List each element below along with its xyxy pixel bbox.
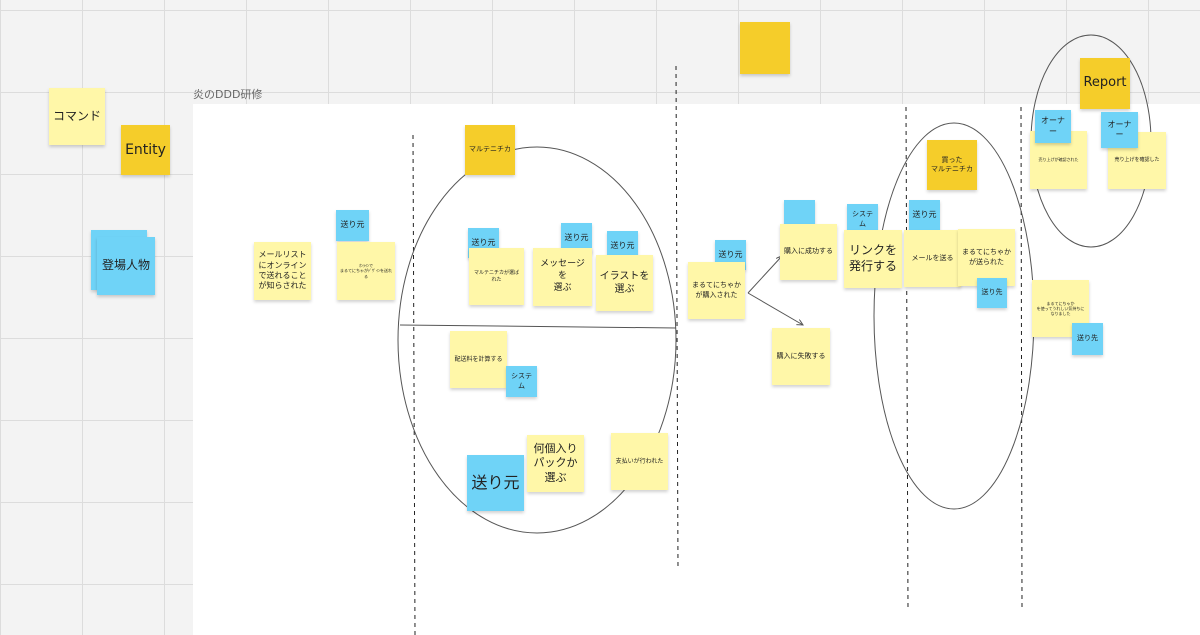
frame-title[interactable]: 炎のDDD研修 xyxy=(193,88,263,101)
divider-line-1 xyxy=(412,134,416,635)
board-frame[interactable] xyxy=(193,104,1200,635)
choose-pack-note[interactable]: 何個入り パックか 選ぶ xyxy=(527,435,584,492)
legend-command-note[interactable]: コマンド xyxy=(49,88,105,145)
send-mail-note[interactable]: メールを送る xyxy=(904,230,961,287)
mail-list-note[interactable]: メールリスト にオンライン で送れること が知らされた xyxy=(254,242,311,300)
system-note-2[interactable]: システム xyxy=(847,204,878,235)
sender-note-1[interactable]: 送り元 xyxy=(336,210,369,241)
purchase-fail-note[interactable]: 購入に失敗する xyxy=(772,328,830,385)
circle-left xyxy=(397,146,677,534)
legend-entity-note[interactable]: Entity xyxy=(121,125,170,175)
payment-done-note[interactable]: 支払いが行われた xyxy=(611,433,668,490)
split-line xyxy=(399,324,677,329)
system-note-1[interactable]: システム xyxy=(506,366,537,397)
divider-line-3 xyxy=(905,106,909,611)
purchase-success-note[interactable]: 購入に成功する xyxy=(780,224,837,280)
purchased-note[interactable]: まるてにちゃか が購入された xyxy=(688,262,745,319)
report-note[interactable]: Report xyxy=(1080,58,1130,109)
multi-techika-entity-note[interactable]: マルテニチカ xyxy=(465,125,515,175)
calc-shipping-note[interactable]: 配送料を計算する xyxy=(450,331,507,388)
marute-sent-note[interactable]: まるてにちゃか が送られた xyxy=(958,229,1015,286)
owner-note-1[interactable]: オーナー xyxy=(1035,110,1071,143)
divider-line-2 xyxy=(675,65,679,571)
owner-note-2[interactable]: オーナー xyxy=(1101,112,1138,148)
legend-actor-note[interactable]: 登場人物 xyxy=(97,237,155,295)
choose-message-note[interactable]: メッセージを 選ぶ xyxy=(533,248,592,306)
issue-link-note[interactable]: リンクを 発行する xyxy=(844,230,902,288)
arrow-fail xyxy=(747,292,803,325)
small-event-note-1[interactable]: ｵﾝﾗｲﾝで まるてにちゃがﾃﾞｻﾞｲﾝを送れる xyxy=(337,242,395,300)
divider-line-4 xyxy=(1020,106,1023,608)
dest-note-1[interactable]: 送り先 xyxy=(977,278,1007,308)
empty-entity-note[interactable] xyxy=(740,22,790,74)
bought-multi-entity-note[interactable]: 買った マルテニチカ xyxy=(927,140,977,190)
sender-big-note[interactable]: 送り元 xyxy=(467,455,524,511)
sender-note-6[interactable]: 送り元 xyxy=(909,200,940,230)
arrow-success xyxy=(747,256,782,294)
multi-selected-note[interactable]: マルテニチカが選ばれた xyxy=(469,248,524,305)
dest-note-2[interactable]: 送り先 xyxy=(1072,323,1103,355)
choose-illust-note[interactable]: イラストを 選ぶ xyxy=(596,255,653,311)
